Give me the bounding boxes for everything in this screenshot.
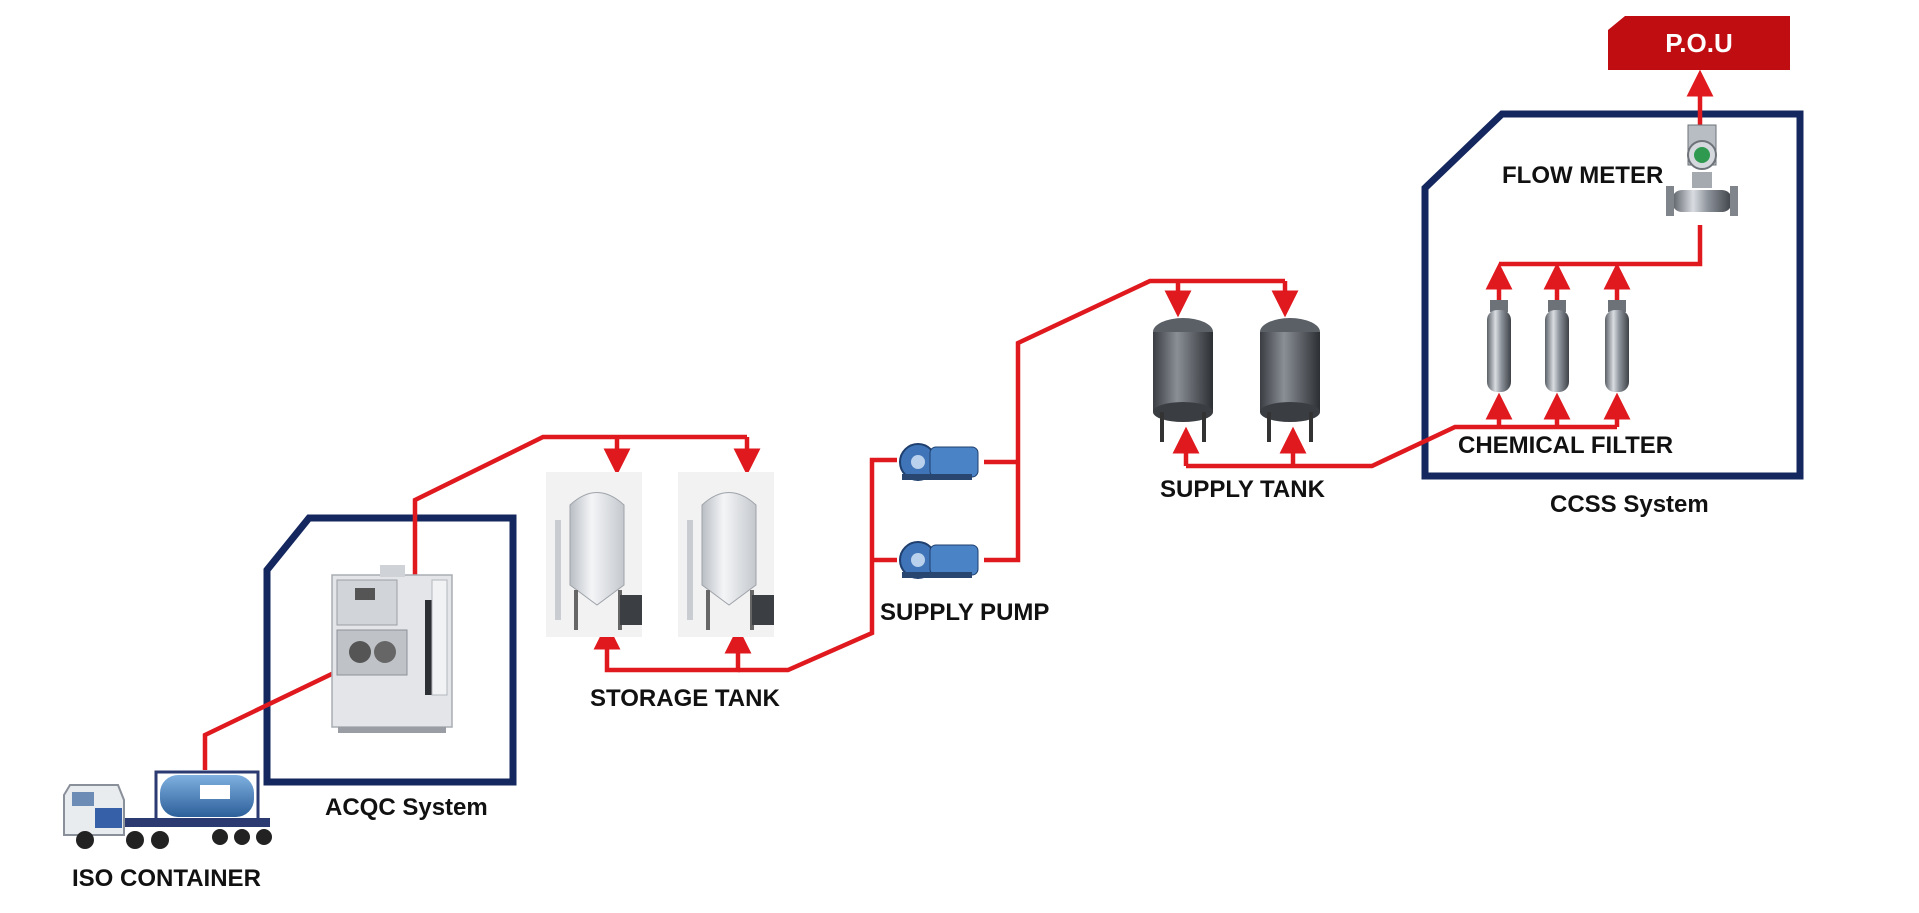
pipe-pump-2-outlet: [984, 278, 1285, 563]
ccss-system-label: CCSS System: [1550, 491, 1709, 518]
pipe-network: [202, 69, 1714, 770]
supply-pump-2-icon: [899, 541, 979, 579]
pipe-iso-to-acqc: [202, 655, 366, 770]
acqc-system-border: [263, 514, 517, 786]
iso-container-truck-icon: [63, 770, 272, 849]
pipe-acqc-to-storage-header: [412, 434, 747, 580]
storage-tank-label: STORAGE TANK: [590, 685, 780, 712]
chemical-filter-3-icon: [1605, 300, 1629, 392]
supply-pump-1-icon: [899, 443, 979, 481]
supply-tank-1-icon: [1153, 318, 1213, 442]
pipe-supply-to-filters: [1186, 424, 1617, 469]
acqc-machine-icon: [331, 565, 453, 733]
acqc-system-label: ACQC System: [325, 794, 488, 821]
pipe-storage-tank-1-outlet: [593, 622, 740, 673]
supply-tank-2-icon: [1260, 318, 1320, 442]
chemical-filter-2-icon: [1545, 300, 1569, 392]
storage-tank-2-icon: [678, 472, 774, 637]
flow-meter-label: FLOW METER: [1502, 162, 1663, 189]
supply-pump-label: SUPPLY PUMP: [880, 599, 1049, 626]
supply-tank-label: SUPPLY TANK: [1160, 476, 1326, 503]
chemical-filter-label: CHEMICAL FILTER: [1458, 432, 1673, 459]
pou-box: [1608, 16, 1790, 70]
storage-tank-1-icon: [546, 472, 642, 637]
pipe-filters-to-flowmeter: [1499, 225, 1703, 267]
pipe-storage-to-pumps: [738, 457, 897, 673]
ccss-system-border: [1421, 110, 1804, 480]
flow-meter-icon: [1666, 124, 1738, 216]
chemical-filter-1-icon: [1487, 300, 1511, 392]
iso-container-label: ISO CONTAINER: [72, 865, 261, 892]
pou-label: P.O.U: [1665, 28, 1732, 58]
